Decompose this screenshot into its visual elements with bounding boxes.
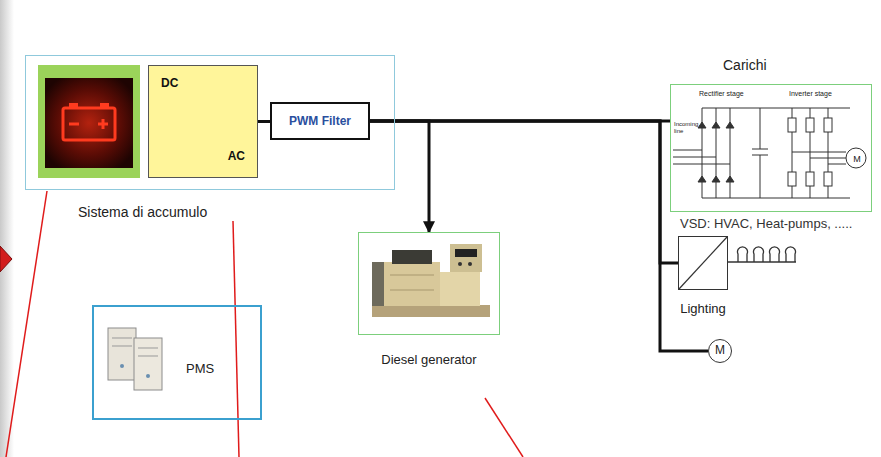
node-text: M [850,153,864,165]
server-icon [108,328,162,390]
group-box: Sistema di accumuloDCACPWM Filter [25,55,395,190]
converter-diagonal [149,66,257,177]
vsd-schematic [673,108,866,198]
node-text: DC [161,76,178,90]
node-text: Carichi [723,57,767,73]
bus-line [258,120,270,123]
node-text: Rectifier stage [699,90,744,97]
loads-box: CarichiRectifier stageInverter stageInco… [670,84,872,212]
lamp-symbols [728,247,796,262]
bus-line [370,121,429,232]
node-text: M [709,340,731,361]
note-label: VSD: HVAC, Heat-pumps, ..... [680,216,852,231]
node-text: Incoming line [674,121,704,135]
node-text: Sistema di accumulo [78,204,207,220]
converter-diagonal [679,237,727,289]
motor-circle: M [708,339,732,363]
red-leader [6,191,523,457]
node-text: AC [228,149,245,163]
pms-box: PMS [92,305,262,420]
generator-box: Diesel generator [358,232,500,335]
filter-box: PWM Filter [270,102,370,140]
converter-box: Lighting [678,236,728,290]
node-text: Inverter stage [789,90,832,97]
node-text: PMS [186,361,214,376]
node-text: Diesel generator [339,352,519,367]
battery-icon [38,65,140,178]
bus-line [370,121,678,263]
converter-box: DC AC [148,65,258,178]
node-text: PWM Filter [272,104,368,138]
red-arrow [0,246,12,272]
generator-picture [372,244,490,317]
side-shade [0,0,14,457]
bus-line [370,121,708,351]
node-text: Lighting [659,301,747,316]
